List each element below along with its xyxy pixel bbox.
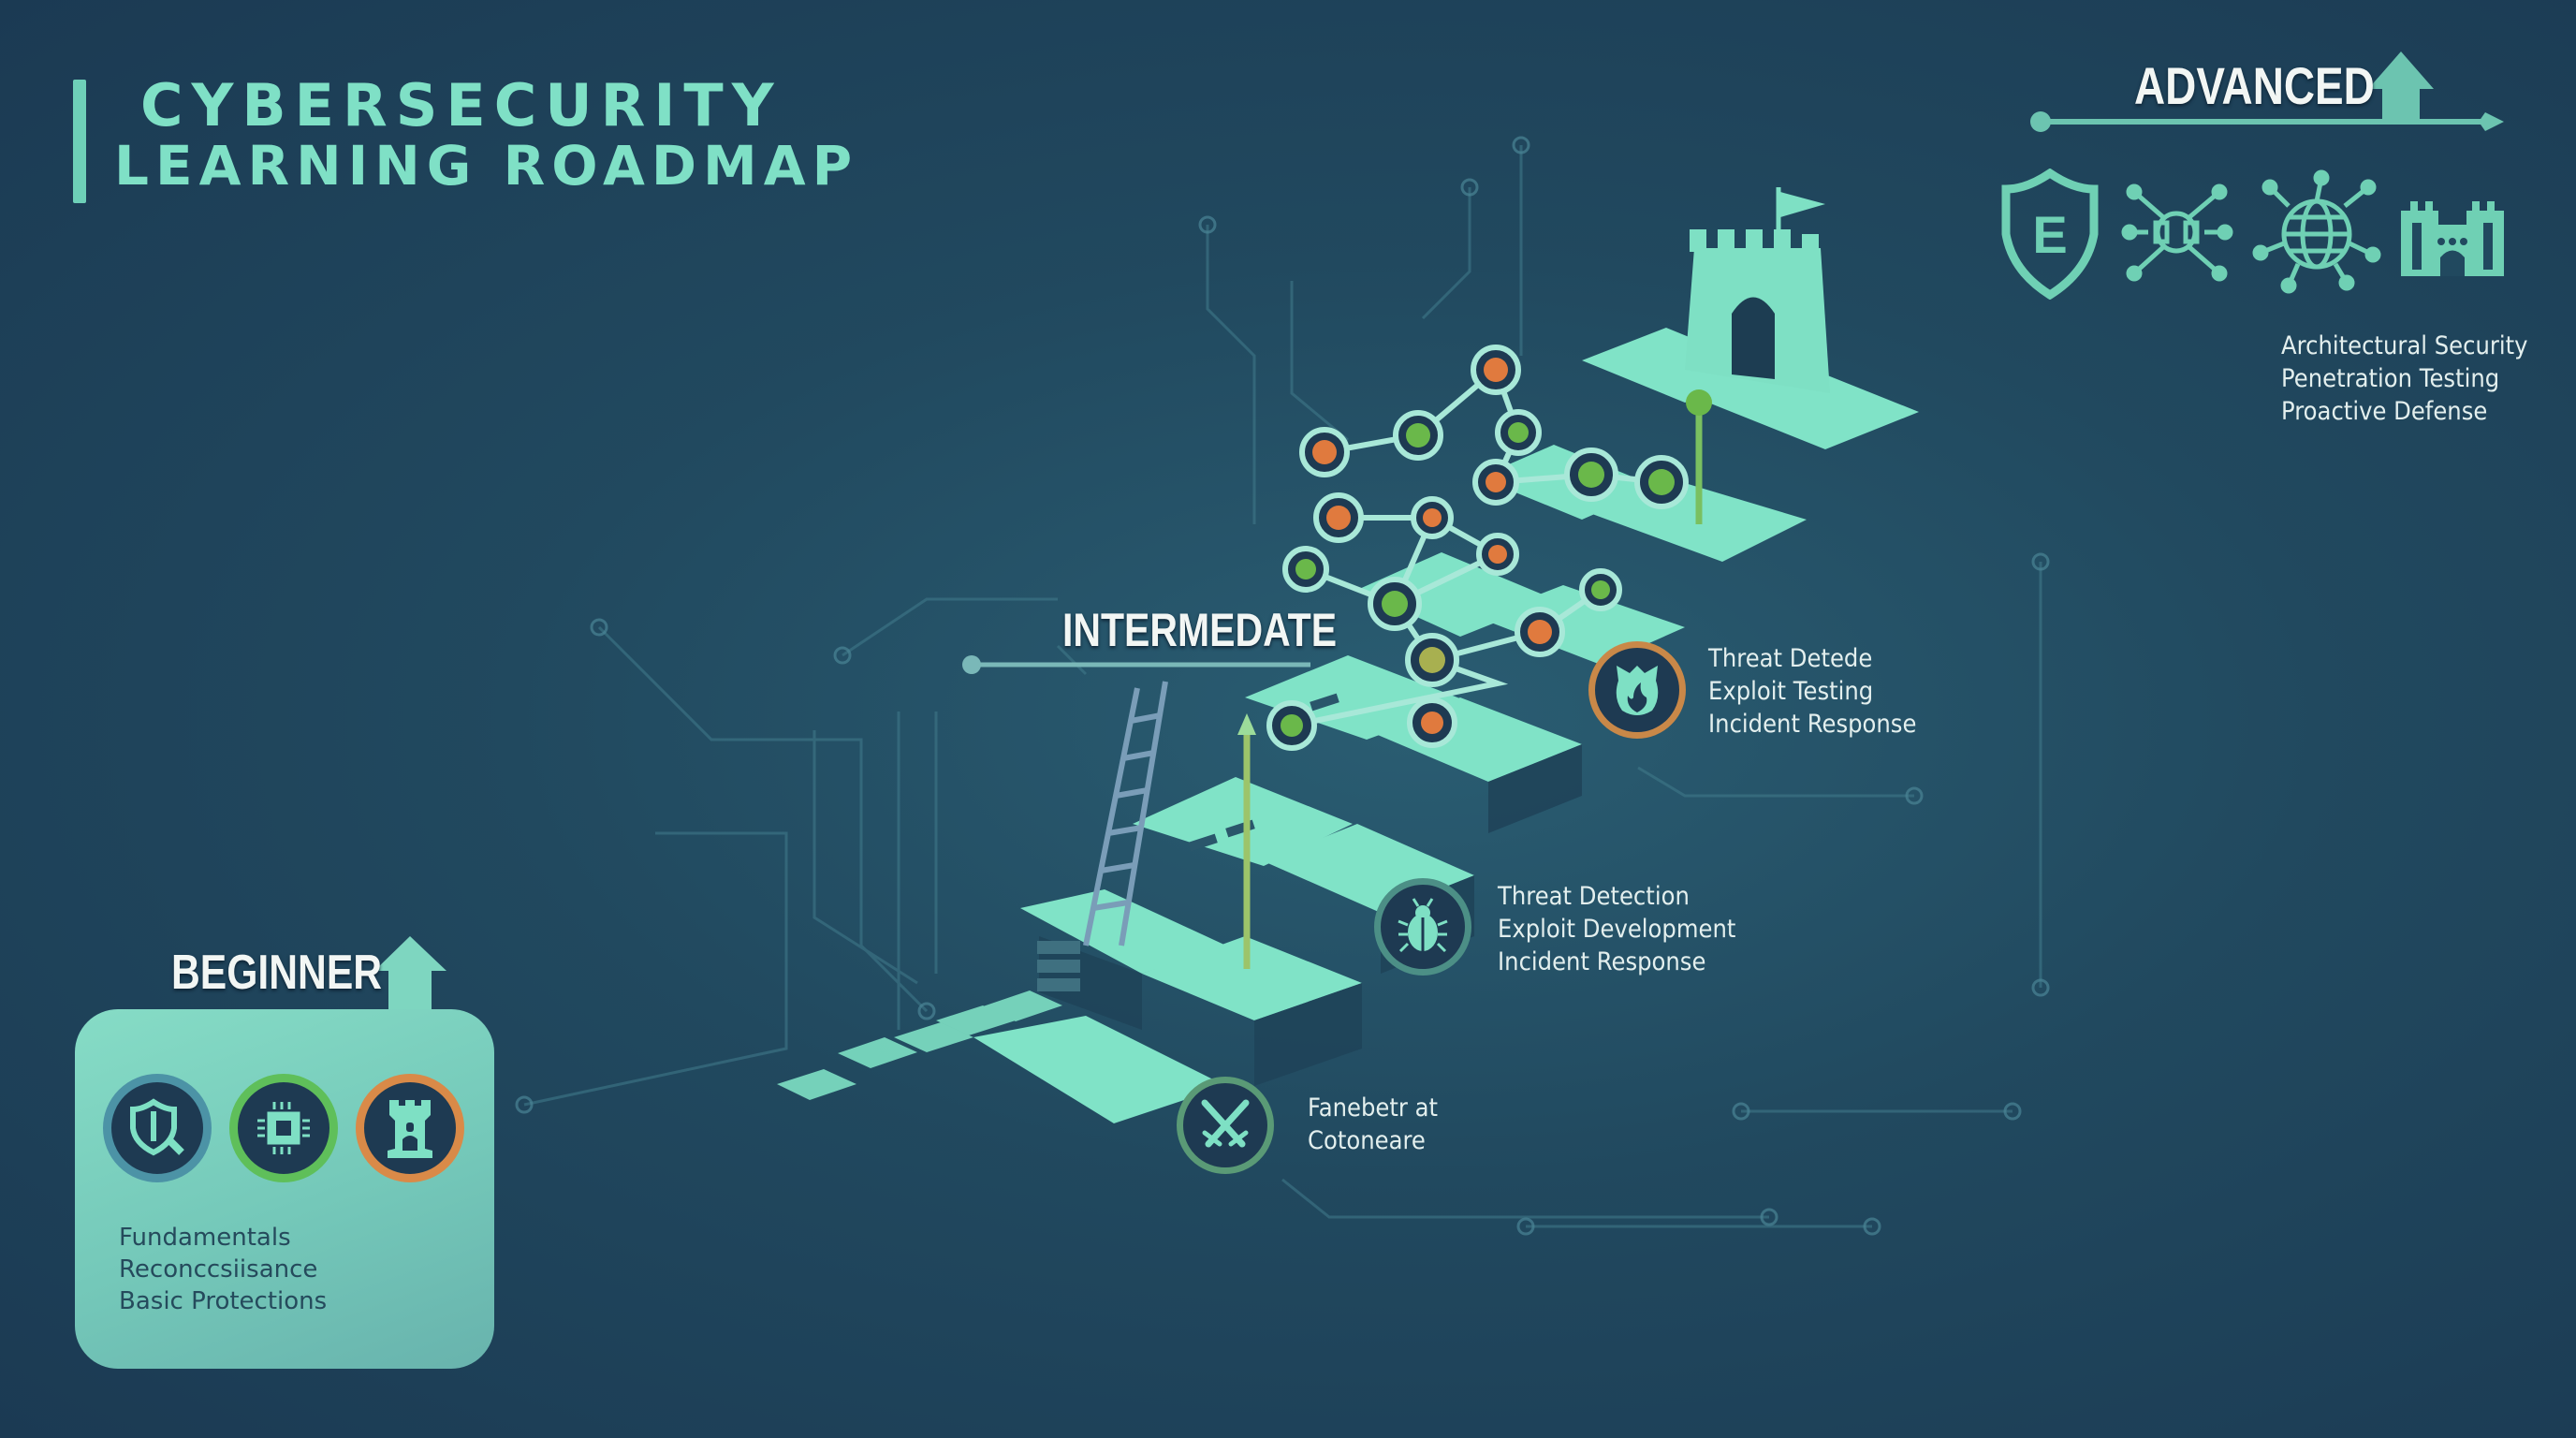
milestone-line: Exploit Testing	[1708, 677, 1874, 706]
progress-arrow	[1237, 389, 1712, 969]
advanced-arrow-icon	[2368, 51, 2434, 122]
beginner-panel	[75, 1009, 494, 1369]
beginner-topic: Reconccsiisance	[119, 1255, 318, 1284]
milestone-badge-swords	[1177, 1077, 1274, 1174]
network-node-icon	[2121, 183, 2233, 282]
crossed-swords-icon	[1201, 1099, 1250, 1148]
castle-goal	[1685, 187, 1830, 393]
milestone-2-text: Threat Detection Exploit Development Inc…	[1498, 880, 1735, 978]
milestone-line: Exploit Development	[1498, 915, 1736, 944]
title-accent-bar	[73, 80, 86, 203]
beginner-badge-shield-search	[103, 1074, 212, 1182]
milestone-line: Threat Detection	[1498, 882, 1690, 911]
advanced-label: ADVANCED	[2134, 56, 2375, 115]
milestone-line: Cotoneare	[1308, 1126, 1426, 1155]
advanced-icons: E	[2001, 169, 2504, 300]
beginner-badge-tower	[356, 1074, 464, 1182]
advanced-topic: Penetration Testing	[2281, 364, 2500, 393]
milestone-line: Incident Response	[1498, 947, 1706, 976]
bug-icon	[1398, 898, 1448, 953]
beginner-badge-chip	[229, 1074, 338, 1182]
intermediate-label: INTERMEDATE	[1062, 604, 1338, 656]
svg-text:E: E	[2032, 205, 2067, 264]
ladder	[1083, 681, 1168, 946]
beginner-topic: Fundamentals	[119, 1224, 291, 1252]
advanced-topics: Architectural Security Penetration Testi…	[2281, 330, 2528, 428]
milestone-3-text: Threat Detede Exploit Testing Incident R…	[1708, 642, 1916, 741]
fire-shield-icon	[1616, 666, 1659, 715]
chip-icon	[257, 1102, 310, 1154]
tower-icon	[388, 1100, 432, 1158]
beginner-topic: Basic Protections	[119, 1287, 328, 1315]
beginner-label: BEGINNER	[171, 946, 383, 1000]
beginner-arrow-icon	[374, 936, 446, 1011]
milestone-badge-bug	[1374, 878, 1471, 976]
page-title-line1: CYBERSECURITY	[140, 71, 783, 139]
beginner-topics: Fundamentals Reconccsiisance Basic Prote…	[119, 1222, 327, 1317]
advanced-topic: Proactive Defense	[2281, 397, 2488, 426]
page-title-line2: LEARNING ROADMAP	[114, 134, 859, 198]
milestone-line: Threat Detede	[1708, 644, 1873, 673]
skill-network	[1266, 345, 1689, 751]
milestone-line: Incident Response	[1708, 710, 1917, 739]
circuit-nodes	[515, 136, 2050, 1236]
circuit-lines	[523, 145, 2042, 1228]
milestone-line: Fanebetr at	[1308, 1093, 1439, 1123]
milestone-badge-fire-shield	[1588, 641, 1686, 739]
globe-network-icon	[2252, 169, 2381, 294]
intermediate-line	[962, 655, 1310, 674]
shield-e-icon: E	[2001, 169, 2099, 300]
milestone-1-text: Fanebetr at Cotoneare	[1308, 1092, 1438, 1157]
shield-search-icon	[130, 1098, 184, 1156]
castle-icon	[2401, 201, 2504, 276]
advanced-topic: Architectural Security	[2281, 331, 2528, 360]
